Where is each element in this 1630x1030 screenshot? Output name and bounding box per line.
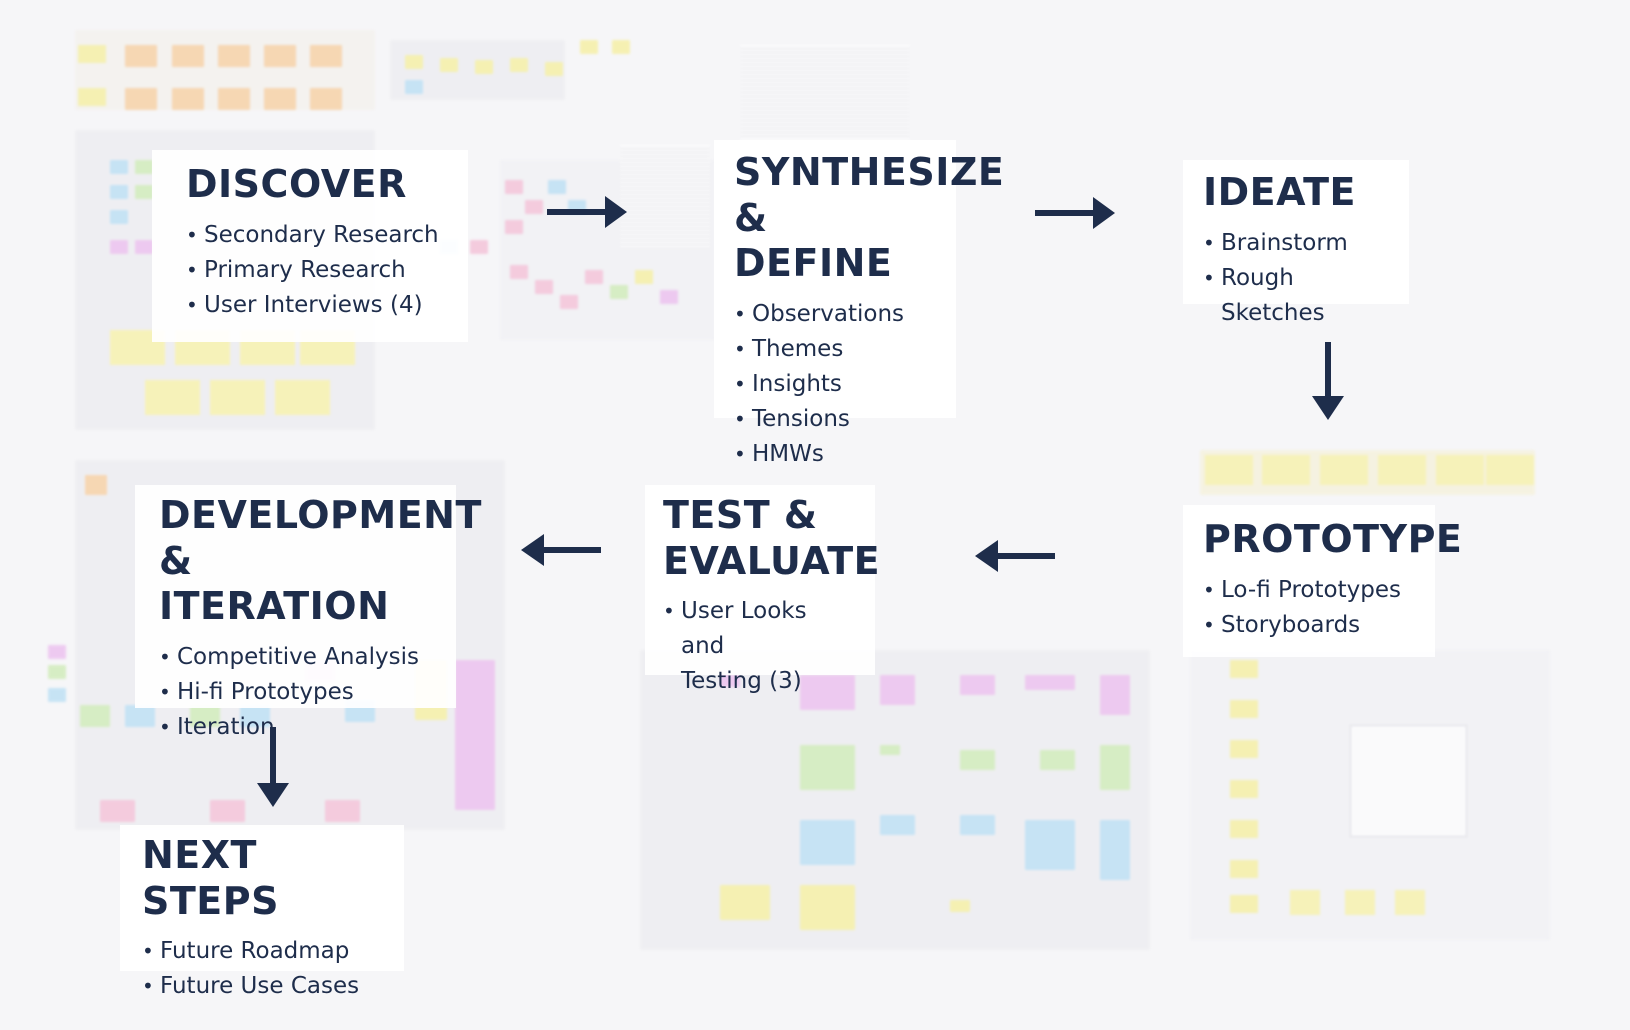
- stage-title: DISCOVER: [186, 162, 407, 206]
- stage-title: TEST & EVALUATE: [663, 493, 881, 583]
- stage-item: Future Use Cases: [142, 969, 382, 1004]
- stage-item: Insights: [734, 367, 934, 402]
- stage-item: Observations: [734, 297, 934, 332]
- stage-card-prototype: PROTOTYPE Lo-fi Prototypes Storyboards: [1183, 505, 1463, 657]
- stage-item-list: User Looks and Testing (3): [663, 594, 853, 699]
- stage-item-list: Observations Themes Insights Tensions HM…: [734, 297, 934, 472]
- stage-item-list: Brainstorm Rough Sketches: [1203, 226, 1387, 331]
- stage-item: Secondary Research: [186, 218, 446, 253]
- stage-item: Hi-fi Prototypes: [159, 675, 434, 710]
- stage-title: SYNTHESIZE & DEFINE: [734, 150, 1005, 286]
- stage-item: Themes: [734, 332, 934, 367]
- stage-item: User Interviews (4): [186, 288, 446, 323]
- stage-item-list: Secondary Research Primary Research User…: [186, 218, 446, 323]
- stage-card-discover: DISCOVER Secondary Research Primary Rese…: [152, 150, 468, 342]
- stage-item: Future Roadmap: [142, 934, 382, 969]
- stage-item: Storyboards: [1203, 608, 1413, 643]
- stage-item: Brainstorm: [1203, 226, 1387, 261]
- arrow-down-icon: [1312, 342, 1344, 420]
- stage-card-synthesize: SYNTHESIZE & DEFINE Observations Themes …: [714, 140, 1005, 472]
- stage-card-test: TEST & EVALUATE User Looks and Testing (…: [645, 485, 881, 694]
- stage-item-list: Lo-fi Prototypes Storyboards: [1203, 573, 1413, 643]
- stage-item: Iteration: [159, 710, 434, 745]
- stage-item: Competitive Analysis: [159, 640, 434, 675]
- stage-title: PROTOTYPE: [1203, 517, 1463, 561]
- arrow-left-icon: [521, 534, 601, 566]
- stage-item-list: Competitive Analysis Hi-fi Prototypes It…: [159, 640, 434, 745]
- stage-title: NEXT STEPS: [142, 833, 279, 923]
- stage-item: Lo-fi Prototypes: [1203, 573, 1413, 608]
- arrow-left-icon: [975, 540, 1055, 572]
- stage-title: DEVELOPMENT & ITERATION: [159, 493, 482, 629]
- arrow-right-icon: [547, 196, 627, 228]
- stage-item: Primary Research: [186, 253, 446, 288]
- stage-card-next-steps: NEXT STEPS Future Roadmap Future Use Cas…: [120, 825, 404, 1004]
- stage-item: Rough Sketches: [1203, 261, 1387, 331]
- stage-card-development: DEVELOPMENT & ITERATION Competitive Anal…: [135, 485, 482, 745]
- stage-title: IDEATE: [1203, 170, 1356, 214]
- stage-item: User Looks and Testing (3): [663, 594, 853, 699]
- stage-item-list: Future Roadmap Future Use Cases: [142, 934, 382, 1004]
- stage-item: Tensions: [734, 402, 934, 437]
- stage-item: HMWs: [734, 437, 934, 472]
- stage-card-ideate: IDEATE Brainstorm Rough Sketches: [1183, 160, 1409, 326]
- arrow-right-icon: [1035, 197, 1115, 229]
- arrow-down-icon: [257, 727, 289, 807]
